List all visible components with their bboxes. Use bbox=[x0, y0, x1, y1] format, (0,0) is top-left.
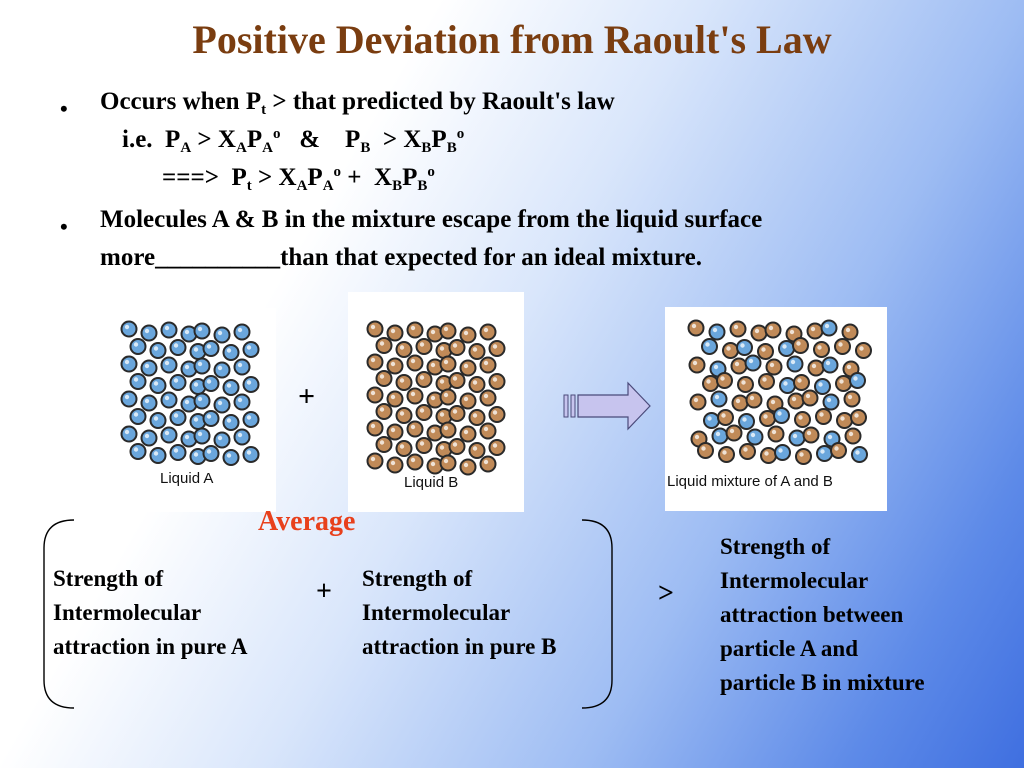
text-line: Strength of bbox=[53, 566, 164, 591]
liquid-mixture-particles-image bbox=[687, 319, 872, 465]
text-line: attraction in pure B bbox=[362, 634, 557, 659]
text-line: Intermolecular bbox=[720, 568, 869, 593]
bullet-1-line-3: ===> Pt > XAPAo + XBPBo bbox=[162, 164, 435, 194]
bullet-1-line-2: i.e. PA > XAPAo & PB > XBPBo bbox=[122, 126, 465, 156]
bullet-marker: • bbox=[60, 214, 68, 239]
text-line: Strength of bbox=[720, 534, 831, 559]
text-line: attraction in pure A bbox=[53, 634, 248, 659]
liquid-a-panel: Liquid A bbox=[102, 308, 276, 512]
bullet-2-line-2: more__________than that expected for an … bbox=[100, 244, 703, 271]
plus-sign: + bbox=[316, 576, 332, 607]
average-label: Average bbox=[258, 506, 356, 537]
mixture-attraction-text: Strength of Intermolecular attraction be… bbox=[720, 530, 925, 700]
page-title: Positive Deviation from Raoult's Law bbox=[192, 17, 832, 62]
text-line: Intermolecular bbox=[53, 600, 202, 625]
text-line: Intermolecular bbox=[362, 600, 511, 625]
text-line: attraction between bbox=[720, 602, 904, 627]
liquid-a-particles-image bbox=[120, 320, 260, 466]
right-bracket bbox=[581, 519, 613, 709]
bullet-marker: • bbox=[60, 96, 68, 121]
right-arrow-icon bbox=[563, 381, 651, 431]
liquid-b-label: Liquid B bbox=[404, 474, 459, 491]
liquid-a-label: Liquid A bbox=[160, 470, 214, 487]
text-line: Strength of bbox=[362, 566, 473, 591]
left-bracket bbox=[43, 519, 75, 709]
text-line: particle A and bbox=[720, 636, 859, 661]
bullet-2-line-1: Molecules A & B in the mixture escape fr… bbox=[100, 206, 763, 233]
liquid-b-panel: Liquid B bbox=[348, 292, 524, 512]
pure-a-attraction-text: Strength of Intermolecular attraction in… bbox=[53, 562, 247, 664]
liquid-b-particles-image bbox=[366, 320, 506, 476]
liquid-mixture-label: Liquid mixture of A and B bbox=[667, 473, 833, 490]
text-line: particle B in mixture bbox=[720, 670, 925, 695]
bullet-1-line-1: Occurs when Pt > that predicted by Raoul… bbox=[100, 88, 615, 118]
plus-sign: + bbox=[298, 380, 316, 413]
greater-than-sign: > bbox=[658, 578, 674, 609]
pure-b-attraction-text: Strength of Intermolecular attraction in… bbox=[362, 562, 556, 664]
liquid-mixture-panel: Liquid mixture of A and B bbox=[665, 307, 887, 511]
